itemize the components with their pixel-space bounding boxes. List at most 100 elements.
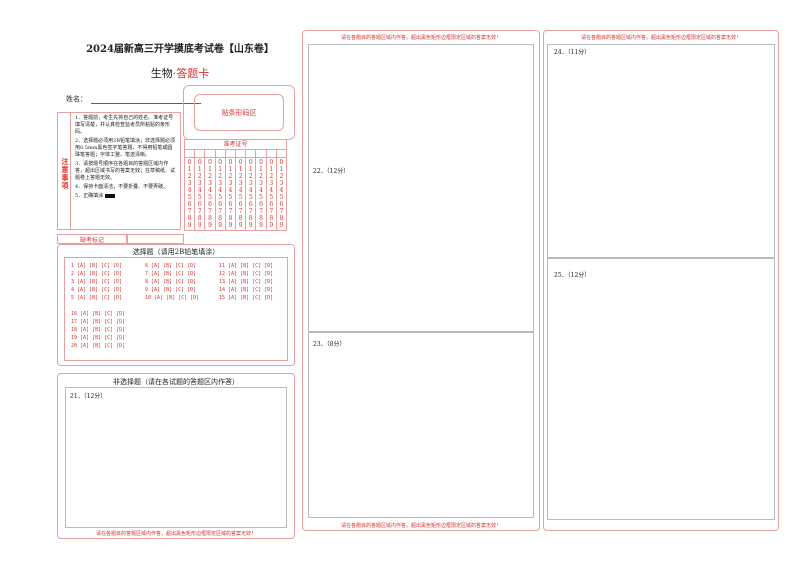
exam-digit-bubble[interactable]: 4 <box>208 187 212 194</box>
exam-digit-bubble[interactable]: 0 <box>259 159 263 166</box>
exam-digit-bubble[interactable]: 3 <box>218 180 223 187</box>
exam-digit-bubble[interactable]: 7 <box>228 208 233 215</box>
exam-digit-bubble[interactable]: 8 <box>208 215 212 222</box>
name-field[interactable] <box>91 96 201 104</box>
exam-digit-bubble[interactable]: 3 <box>248 180 253 187</box>
exam-number-write-row[interactable] <box>185 150 286 158</box>
exam-digit-bubble[interactable]: 2 <box>238 173 243 180</box>
exam-digit-bubble[interactable]: 3 <box>197 180 202 187</box>
exam-digit-bubble[interactable]: 7 <box>238 208 243 215</box>
exam-digit-write-cell[interactable] <box>226 150 237 157</box>
exam-digit-bubble[interactable]: 4 <box>187 187 192 194</box>
exam-digit-bubble[interactable]: 1 <box>228 166 233 173</box>
answer-area-22[interactable]: 22．（12分） <box>308 44 534 332</box>
answer-area-25[interactable]: 25．（12分） <box>547 258 775 520</box>
exam-digit-bubble[interactable]: 5 <box>279 194 284 201</box>
exam-digit-bubble[interactable]: 6 <box>218 201 223 208</box>
exam-digit-bubble[interactable]: 3 <box>228 180 233 187</box>
exam-digit-bubble[interactable]: 3 <box>208 180 212 187</box>
exam-digit-bubble[interactable]: 3 <box>269 180 274 187</box>
exam-digit-bubble[interactable]: 7 <box>248 208 253 215</box>
exam-digit-bubble[interactable]: 9 <box>228 222 233 229</box>
exam-digit-bubble[interactable]: 0 <box>187 159 192 166</box>
exam-digit-bubble[interactable]: 2 <box>187 173 192 180</box>
exam-digit-bubble[interactable]: 6 <box>197 201 202 208</box>
exam-digit-bubble[interactable]: 4 <box>279 187 284 194</box>
exam-digit-bubble[interactable]: 6 <box>228 201 233 208</box>
exam-digit-bubble[interactable]: 7 <box>187 208 192 215</box>
exam-digit-bubble[interactable]: 7 <box>259 208 263 215</box>
exam-digit-bubble[interactable]: 1 <box>279 166 284 173</box>
exam-digit-bubble[interactable]: 2 <box>248 173 253 180</box>
exam-digit-bubble[interactable]: 9 <box>197 222 202 229</box>
exam-digit-bubble[interactable]: 6 <box>248 201 253 208</box>
answer-area-21[interactable]: 21．（12分） <box>65 387 287 528</box>
answer-area-24[interactable]: 24．（11分） <box>547 44 775 258</box>
exam-digit-bubble[interactable]: 5 <box>228 194 233 201</box>
exam-digit-bubble[interactable]: 8 <box>238 215 243 222</box>
exam-digit-bubble[interactable]: 5 <box>269 194 274 201</box>
exam-digit-bubble[interactable]: 9 <box>238 222 243 229</box>
exam-digit-bubble[interactable]: 3 <box>187 180 192 187</box>
exam-digit-bubble[interactable]: 4 <box>269 187 274 194</box>
exam-digit-bubble[interactable]: 1 <box>238 166 243 173</box>
exam-digit-bubble[interactable]: 0 <box>197 159 202 166</box>
exam-digit-bubble[interactable]: 1 <box>197 166 202 173</box>
exam-digit-bubble[interactable]: 5 <box>187 194 192 201</box>
exam-digit-bubble[interactable]: 1 <box>259 166 263 173</box>
exam-digit-bubble[interactable]: 1 <box>208 166 212 173</box>
exam-digit-bubble[interactable]: 0 <box>269 159 274 166</box>
exam-digit-bubble[interactable]: 8 <box>187 215 192 222</box>
exam-digit-bubble[interactable]: 3 <box>279 180 284 187</box>
exam-digit-bubble[interactable]: 1 <box>187 166 192 173</box>
exam-digit-bubble[interactable]: 6 <box>187 201 192 208</box>
exam-digit-bubble[interactable]: 2 <box>218 173 223 180</box>
exam-digit-bubble[interactable]: 0 <box>238 159 243 166</box>
exam-digit-bubble[interactable]: 4 <box>197 187 202 194</box>
exam-digit-write-cell[interactable] <box>185 150 196 157</box>
exam-digit-bubble[interactable]: 5 <box>259 194 263 201</box>
exam-digit-write-cell[interactable] <box>205 150 216 157</box>
exam-digit-bubble[interactable]: 5 <box>248 194 253 201</box>
choice-group[interactable]: 6 [A] [B] [C] [D] 7 [A] [B] [C] [D] 8 [A… <box>145 263 200 301</box>
choice-group[interactable]: 1 [A] [B] [C] [D] 2 [A] [B] [C] [D] 3 [A… <box>71 263 123 301</box>
exam-digit-bubble[interactable]: 6 <box>208 201 212 208</box>
exam-digit-write-cell[interactable] <box>236 150 247 157</box>
exam-digit-bubble[interactable]: 2 <box>279 173 284 180</box>
exam-digit-bubble[interactable]: 9 <box>187 222 192 229</box>
exam-digit-bubble[interactable]: 4 <box>259 187 263 194</box>
exam-digit-bubble[interactable]: 6 <box>269 201 274 208</box>
exam-digit-bubble[interactable]: 2 <box>208 173 212 180</box>
exam-digit-bubble[interactable]: 3 <box>259 180 263 187</box>
absent-mark-box[interactable] <box>127 234 184 244</box>
exam-digit-bubble[interactable]: 5 <box>197 194 202 201</box>
exam-digit-bubble[interactable]: 7 <box>208 208 212 215</box>
exam-digit-write-cell[interactable] <box>216 150 226 157</box>
exam-digit-bubble[interactable]: 0 <box>248 159 253 166</box>
exam-digit-bubble[interactable]: 6 <box>259 201 263 208</box>
exam-digit-bubble[interactable]: 9 <box>269 222 274 229</box>
exam-digit-bubble[interactable]: 9 <box>259 222 263 229</box>
exam-digit-bubble[interactable]: 2 <box>259 173 263 180</box>
exam-digit-bubble[interactable]: 0 <box>208 159 212 166</box>
exam-digit-bubble[interactable]: 2 <box>269 173 274 180</box>
exam-digit-bubble[interactable]: 1 <box>269 166 274 173</box>
exam-digit-bubble[interactable]: 8 <box>248 215 253 222</box>
exam-digit-bubble[interactable]: 8 <box>259 215 263 222</box>
exam-digit-bubble[interactable]: 8 <box>197 215 202 222</box>
exam-digit-bubble[interactable]: 8 <box>218 215 223 222</box>
exam-digit-bubble[interactable]: 6 <box>238 201 243 208</box>
exam-digit-bubble[interactable]: 1 <box>218 166 223 173</box>
exam-digit-bubble[interactable]: 5 <box>208 194 212 201</box>
exam-digit-bubble[interactable]: 4 <box>218 187 223 194</box>
exam-digit-bubble[interactable]: 1 <box>248 166 253 173</box>
exam-digit-bubble[interactable]: 0 <box>279 159 284 166</box>
exam-digit-bubble[interactable]: 9 <box>279 222 284 229</box>
